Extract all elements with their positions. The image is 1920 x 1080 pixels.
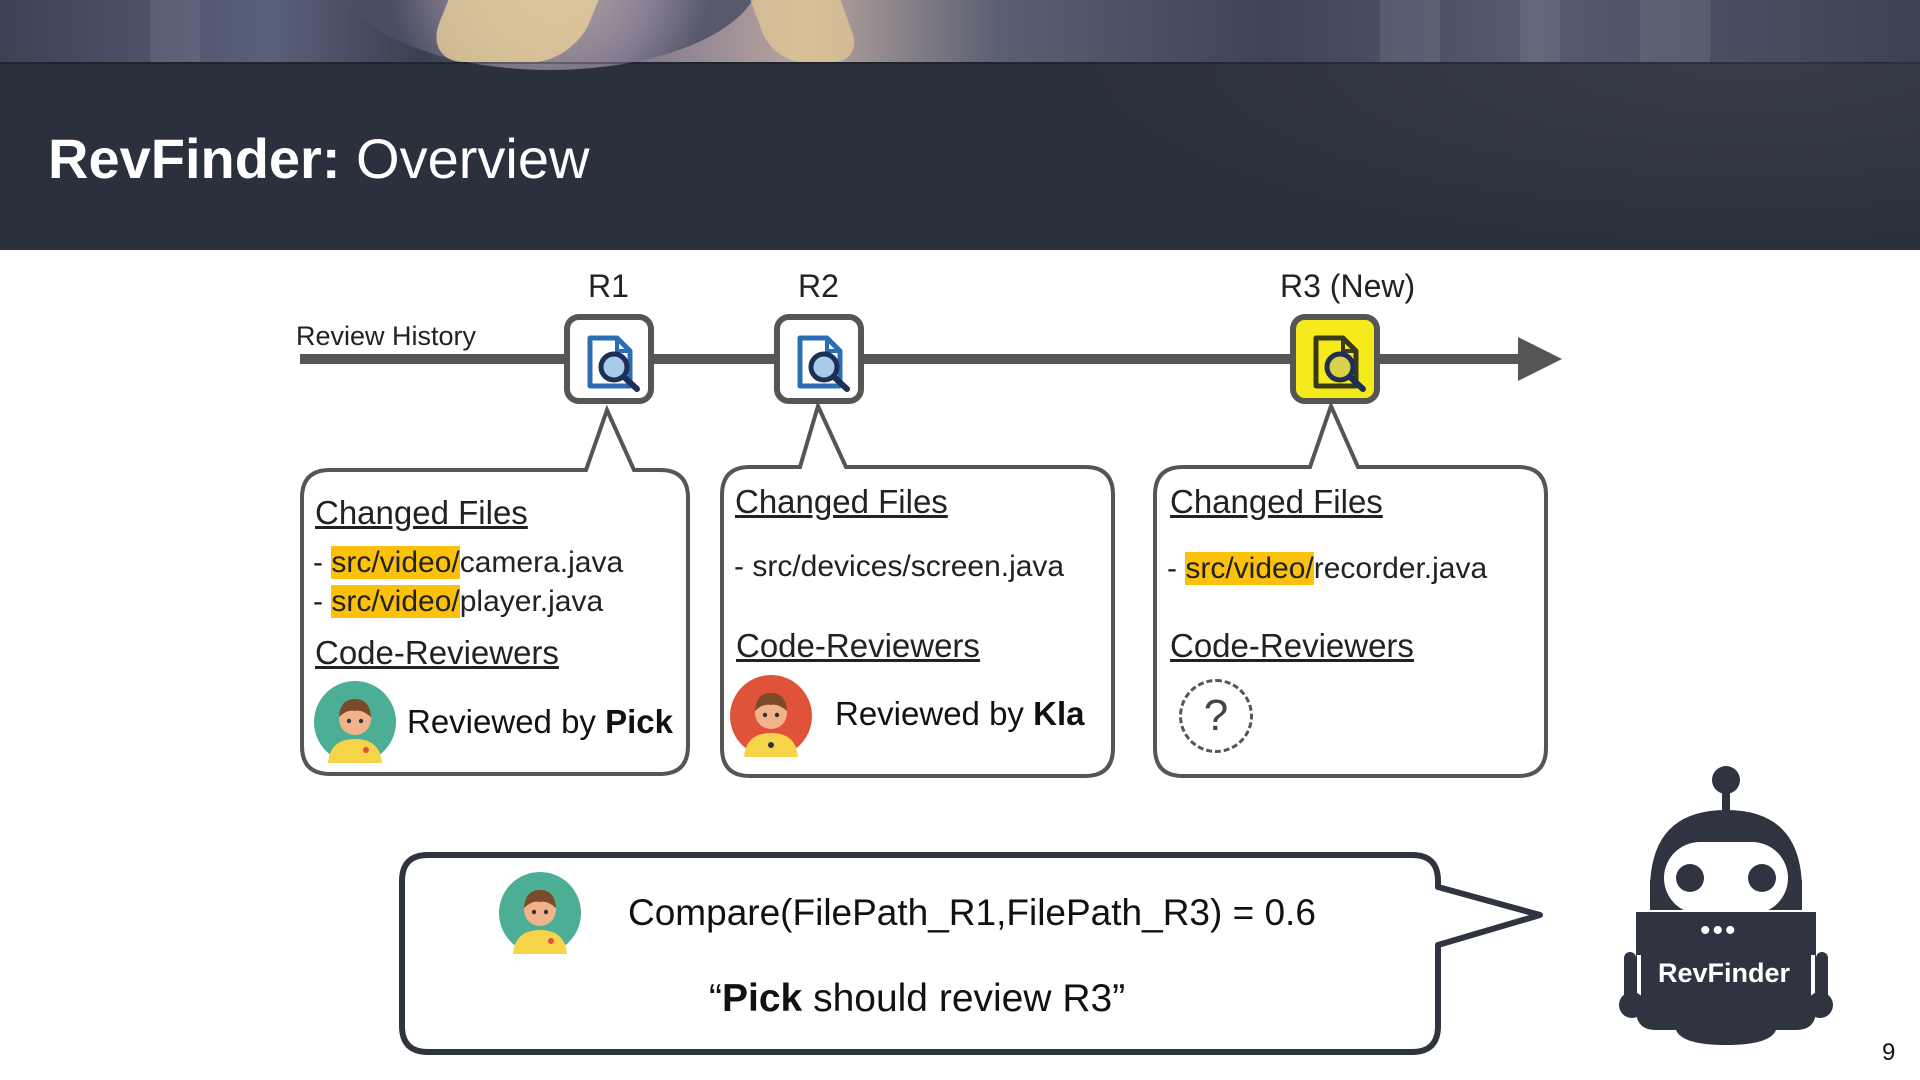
slide-title-rest: Overview [340, 127, 590, 190]
review-r3-label: R3 (New) [1280, 268, 1416, 304]
review-history-label: Review History [296, 321, 477, 351]
kla-avatar-icon [730, 675, 812, 757]
card-r2-file-1: - src/devices/screen.java [734, 550, 1065, 583]
pick-avatar-icon [314, 681, 396, 763]
card-r3-changed-files-heading: Changed Files [1170, 483, 1383, 520]
robot-dots: ••• [1700, 914, 1738, 947]
card-r3-file-1-highlight: src/video/ [1185, 552, 1314, 585]
reviewer-suggestion: “Pick should review R3” [709, 977, 1126, 1020]
card-r3-reviewers-heading: Code-Reviewers [1170, 627, 1414, 664]
review-r3-document-search-icon [1290, 314, 1380, 404]
slide-title-bold: RevFinder: [48, 127, 341, 190]
card-r3-frame [1153, 400, 1548, 778]
review-r2-label: R2 [798, 268, 839, 304]
card-r1-file-2-highlight: src/video/ [331, 585, 460, 618]
suggested-reviewer-name: Pick [722, 977, 803, 1020]
card-r1-file-2: - src/video/player.java [313, 585, 604, 618]
review-r2-document-search-icon [774, 314, 864, 404]
slide-title: RevFinder: Overview [48, 126, 589, 192]
card-r1-reviewers-heading: Code-Reviewers [315, 634, 559, 671]
card-r1-frame [300, 404, 690, 776]
unknown-reviewer-icon: ? [1179, 679, 1253, 753]
bubble-pick-avatar-icon [499, 872, 581, 954]
card-r2-frame [720, 400, 1115, 778]
comparison-formula: Compare(FilePath_R1,FilePath_R3) = 0.6 [628, 892, 1316, 933]
robot-label: RevFinder [1658, 958, 1791, 988]
card-r2-reviewer-name: Kla [1033, 695, 1085, 732]
revfinder-robot-icon [1619, 766, 1833, 1045]
page-number: 9 [1882, 1039, 1896, 1066]
card-r2-reviewers-heading: Code-Reviewers [736, 627, 980, 664]
review-r1-label: R1 [588, 268, 629, 304]
speech-bubble-frame [399, 852, 1543, 1055]
card-r2-reviewed-by: Reviewed by Kla [835, 695, 1085, 732]
card-r2-changed-files-heading: Changed Files [735, 483, 948, 520]
card-r1-reviewer-name: Pick [605, 703, 673, 740]
card-r1-file-1: - src/video/camera.java [313, 546, 624, 579]
banner-photo [0, 0, 1920, 70]
review-r1-document-search-icon [564, 314, 654, 404]
card-r1-changed-files-heading: Changed Files [315, 494, 528, 531]
card-r3-file-1: - src/video/recorder.java [1167, 552, 1488, 585]
timeline-arrowhead [1518, 337, 1562, 381]
card-r1-file-1-highlight: src/video/ [331, 546, 460, 579]
header-banner: RevFinder: Overview [0, 0, 1920, 250]
card-r1-reviewed-by: Reviewed by Pick [407, 703, 673, 740]
